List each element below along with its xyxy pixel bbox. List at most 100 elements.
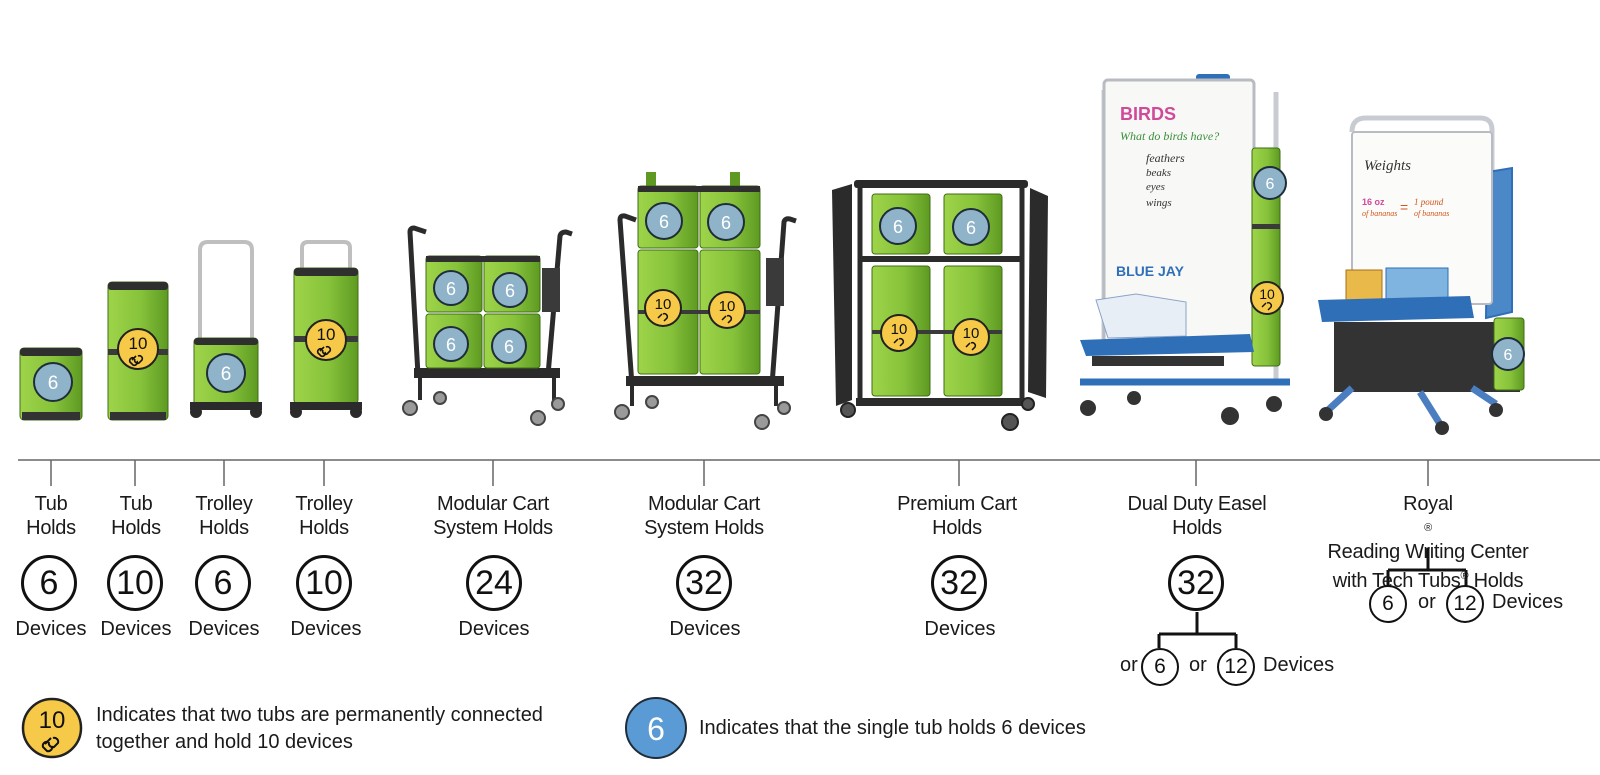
link-icon [1261,302,1272,311]
royal-board-eq-left-unit: of bananas [1362,209,1397,218]
devices-label: Devices [100,618,172,640]
device-count-circle: 10 [296,555,352,611]
badge-easel-2: 10 [1259,286,1275,302]
badge-blue-tub: 6 [33,362,73,402]
option-circle: 12 [1217,648,1255,686]
link-icon [41,736,60,753]
option-circle: 6 [1369,585,1407,623]
badge-premium-4: 10 [963,325,980,342]
royal-board-eq-right-num: 1 pound [1414,197,1444,207]
link-icon [893,337,905,347]
badge-trolley-2: 10 [317,325,336,344]
legend-line: together and hold 10 devices [96,731,353,753]
product-label-modular-cart-32: Modular Cart System Holds [614,492,794,540]
product-holds: System Holds [644,517,764,539]
devices-label: Devices [188,618,260,640]
or-label: or [1189,654,1207,676]
easel-board-item-1: feathers [1146,151,1185,165]
product-holds-line: with Tech Tubs® Holds [1306,564,1550,593]
legend-line: Indicates that the single tub holds 6 de… [699,717,1086,739]
device-count-circle: 6 [21,555,77,611]
badge-premium-2: 6 [966,218,976,238]
badge-yellow-trolley: 10 [305,319,347,361]
product-holds: Holds [199,517,249,539]
timeline [18,459,1600,486]
badge-cart32-4: 10 [719,298,736,315]
product-name-line: Royal® Reading Writing Center [1306,492,1550,564]
badge-royal-1: 6 [1504,347,1513,364]
royal-board-title: Weights [1364,158,1411,174]
option-circle: 12 [1446,585,1484,623]
devices-label: Devices [1263,654,1335,676]
easel-board-question: What do birds have? [1120,129,1219,143]
product-label-trolley-10: Trolley Holds [234,492,414,540]
badge-cart24-2: 6 [505,281,515,301]
product-holds: Holds [1172,517,1222,539]
product-holds: System Holds [433,517,553,539]
registered-mark: ® [1460,570,1469,582]
badge-blue-trolley: 6 [206,353,246,393]
devices-label: Devices [1492,591,1564,613]
royal-board-eq-sign: = [1400,199,1408,215]
product-name: Dual Duty Easel [1127,493,1267,515]
royal-board-eq-left-num: 16 oz [1362,197,1385,207]
devices-label: Devices [924,618,996,640]
badge-yellow-tub: 10 [117,328,159,370]
tub-10-product: 10 [107,281,169,421]
link-icon [128,354,144,367]
device-count-circle: 6 [195,555,251,611]
badge-trolley-1: 6 [221,364,232,385]
product-name: Modular Cart [648,493,760,515]
product-name: Royal [1403,493,1453,515]
badge-cart24-4: 6 [504,337,514,357]
badge-easel-1: 6 [1266,176,1275,193]
badge-premium-3: 10 [891,321,908,338]
option-circle: 6 [1141,648,1179,686]
device-count-circle: 32 [931,555,987,611]
product-holds: Holds [111,517,161,539]
trolley-6-product: 6 [190,240,262,418]
product-name: Premium Cart [897,493,1017,515]
link-icon [316,345,332,358]
product-name: Tub [34,493,68,515]
royal-option-tree [1386,548,1468,586]
modular-cart-24-product: 6 6 6 6 [402,225,573,426]
device-count-circle: 10 [107,555,163,611]
product-label-tub-6: Tub Holds [0,492,141,540]
badge-tub-1: 6 [48,373,59,394]
product-holds: Holds [26,517,76,539]
devices-label: Devices [290,618,362,640]
link-icon [657,312,669,322]
or-label: or [1418,591,1436,613]
easel-board-title: BIRDS [1120,104,1176,124]
product-name: Tub [119,493,153,515]
legend-badge-2: 6 [647,711,665,747]
easel-board-item-3: eyes [1146,181,1165,193]
tub-6-product: 6 [19,347,83,421]
legend-text-single: Indicates that the single tub holds 6 de… [699,715,1086,742]
product-name: Trolley [295,493,353,515]
product-label-tub-10: Tub Holds [46,492,226,540]
badge-tub-2: 10 [129,334,148,353]
registered-mark: ® [1424,522,1432,534]
trolley-10-product: 10 [290,240,362,418]
product-label-royal-center: Royal® Reading Writing Center with Tech … [1306,492,1550,593]
product-name: Modular Cart [437,493,549,515]
badge-cart32-2: 6 [721,213,731,233]
product-label-dual-duty-easel: Dual Duty Easel Holds [1105,492,1289,540]
modular-cart-32-product: 6 6 10 10 [614,172,797,430]
link-icon [721,314,733,324]
royal-board-eq-right-unit: of bananas [1414,209,1449,218]
dual-duty-easel-product: BIRDS What do birds have? feathers beaks… [1080,74,1290,425]
badge-cart32-3: 10 [655,296,672,313]
easel-board-item-2: beaks [1146,167,1171,179]
legend-blue-badge: 6 [625,697,687,759]
easel-board-item-4: wings [1146,197,1172,209]
easel-board-word: BLUE JAY [1116,263,1185,279]
premium-cart-product: 6 6 10 10 [832,180,1048,431]
device-count-circle: 32 [1168,555,1224,611]
legend-badge-1: 10 [39,707,66,734]
badge-cart32-1: 6 [659,212,669,232]
legend-yellow-badge: 10 [21,697,83,759]
